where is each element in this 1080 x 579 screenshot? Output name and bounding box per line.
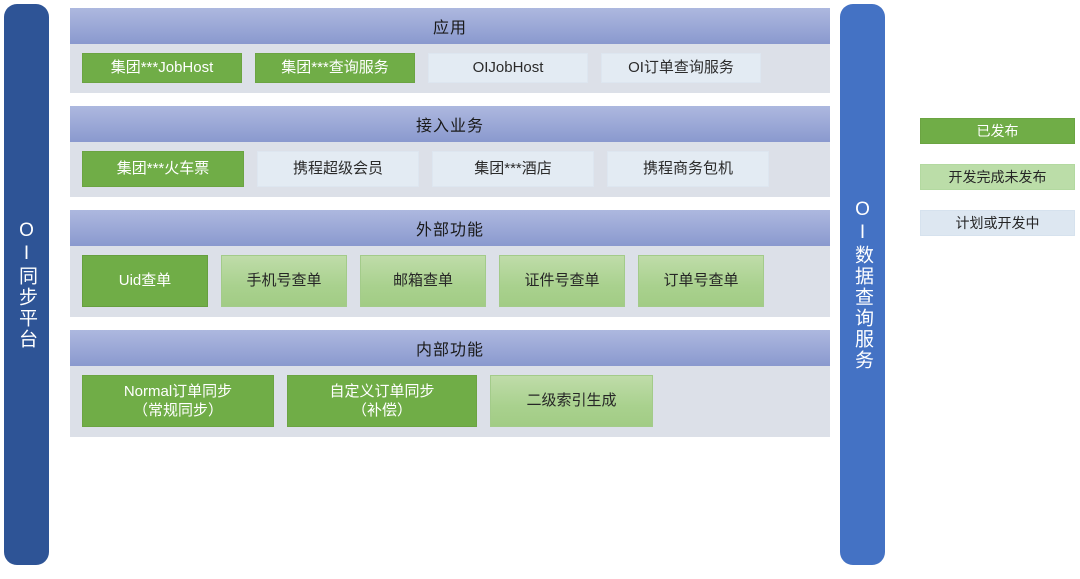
panel-internal: 内部功能 Normal订单同步 （常规同步） 自定义订单同步 （补偿） 二级索引… <box>70 330 830 437</box>
node-custom-order-sync[interactable]: 自定义订单同步 （补偿） <box>287 375 477 427</box>
right-rail-oi-data-query-service: OI数据查询服务 <box>840 4 885 565</box>
node-uid-query[interactable]: Uid查单 <box>82 255 208 307</box>
legend-item-dev-done-unreleased: 开发完成未发布 <box>920 164 1075 190</box>
node-group-jobhost[interactable]: 集团***JobHost <box>82 53 242 83</box>
panel-apps-body: 集团***JobHost 集团***查询服务 OIJobHost OI订单查询服… <box>70 44 830 93</box>
node-ctrip-business-charter[interactable]: 携程商务包机 <box>607 151 769 187</box>
node-secondary-index-generation[interactable]: 二级索引生成 <box>490 375 653 427</box>
panel-internal-body: Normal订单同步 （常规同步） 自定义订单同步 （补偿） 二级索引生成 <box>70 366 830 437</box>
legend: 已发布 开发完成未发布 计划或开发中 <box>920 118 1075 236</box>
node-ctrip-super-member[interactable]: 携程超级会员 <box>257 151 419 187</box>
right-rail-label: OI数据查询服务 <box>852 198 874 371</box>
panel-external-body: Uid查单 手机号查单 邮箱查单 证件号查单 订单号查单 <box>70 246 830 317</box>
node-email-query[interactable]: 邮箱查单 <box>360 255 486 307</box>
panel-external-title: 外部功能 <box>70 210 830 246</box>
left-rail-label: OI同步平台 <box>16 219 38 350</box>
node-normal-order-sync[interactable]: Normal订单同步 （常规同步） <box>82 375 274 427</box>
node-order-number-query[interactable]: 订单号查单 <box>638 255 764 307</box>
panel-internal-title: 内部功能 <box>70 330 830 366</box>
panel-business-body: 集团***火车票 携程超级会员 集团***酒店 携程商务包机 <box>70 142 830 197</box>
layer-panels: 应用 集团***JobHost 集团***查询服务 OIJobHost OI订单… <box>70 8 830 450</box>
panel-apps: 应用 集团***JobHost 集团***查询服务 OIJobHost OI订单… <box>70 8 830 93</box>
panel-apps-title: 应用 <box>70 8 830 44</box>
node-group-query-service[interactable]: 集团***查询服务 <box>255 53 415 83</box>
node-oi-order-query-service[interactable]: OI订单查询服务 <box>601 53 761 83</box>
node-oi-jobhost[interactable]: OIJobHost <box>428 53 588 83</box>
node-group-train-ticket[interactable]: 集团***火车票 <box>82 151 244 187</box>
legend-item-planned-or-in-dev: 计划或开发中 <box>920 210 1075 236</box>
legend-item-published: 已发布 <box>920 118 1075 144</box>
panel-external: 外部功能 Uid查单 手机号查单 邮箱查单 证件号查单 订单号查单 <box>70 210 830 317</box>
panel-business: 接入业务 集团***火车票 携程超级会员 集团***酒店 携程商务包机 <box>70 106 830 197</box>
node-group-hotel[interactable]: 集团***酒店 <box>432 151 594 187</box>
left-rail-oi-sync-platform: OI同步平台 <box>4 4 49 565</box>
panel-business-title: 接入业务 <box>70 106 830 142</box>
node-phone-query[interactable]: 手机号查单 <box>221 255 347 307</box>
node-id-number-query[interactable]: 证件号查单 <box>499 255 625 307</box>
